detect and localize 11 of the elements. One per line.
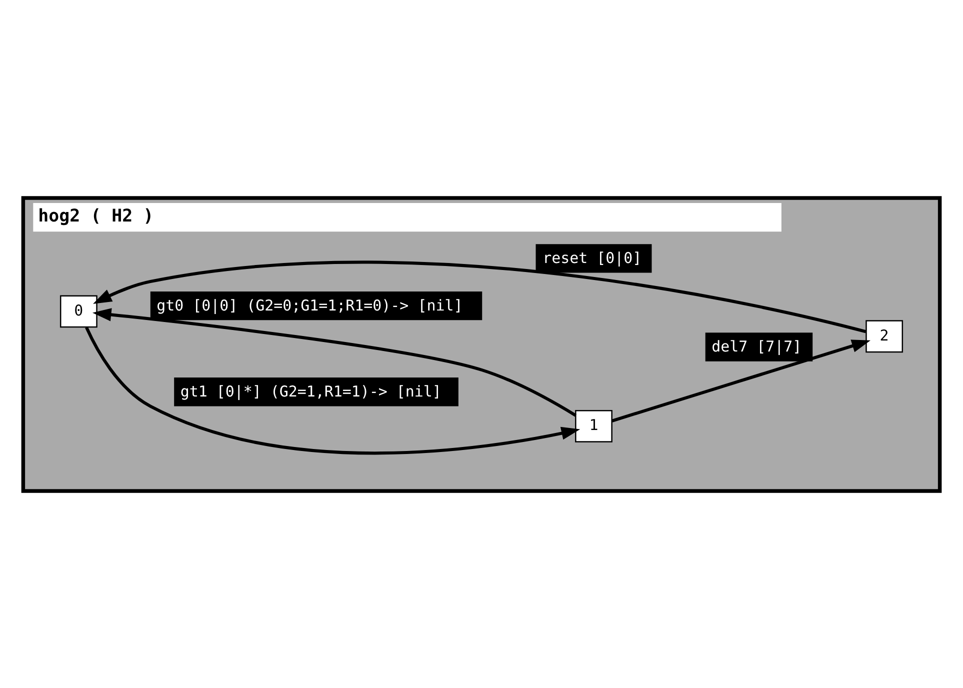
node-box: 2 xyxy=(866,320,904,352)
edge-label: del7 [7|7] xyxy=(712,336,802,355)
arrow xyxy=(85,326,580,454)
edge-label: gt0 [0|0] (G2=0;G1=1;R1=0)-> [nil] xyxy=(156,296,463,314)
arrow xyxy=(612,339,870,422)
arrow xyxy=(92,308,576,416)
node-box: 0 xyxy=(60,294,98,328)
node-box: 1 xyxy=(575,409,612,442)
arrow xyxy=(93,260,866,333)
edge-label: gt1 [0|*] (G2=1,R1=1)-> [nil] xyxy=(180,382,442,400)
edge-label: reset [0|0] xyxy=(542,248,642,266)
